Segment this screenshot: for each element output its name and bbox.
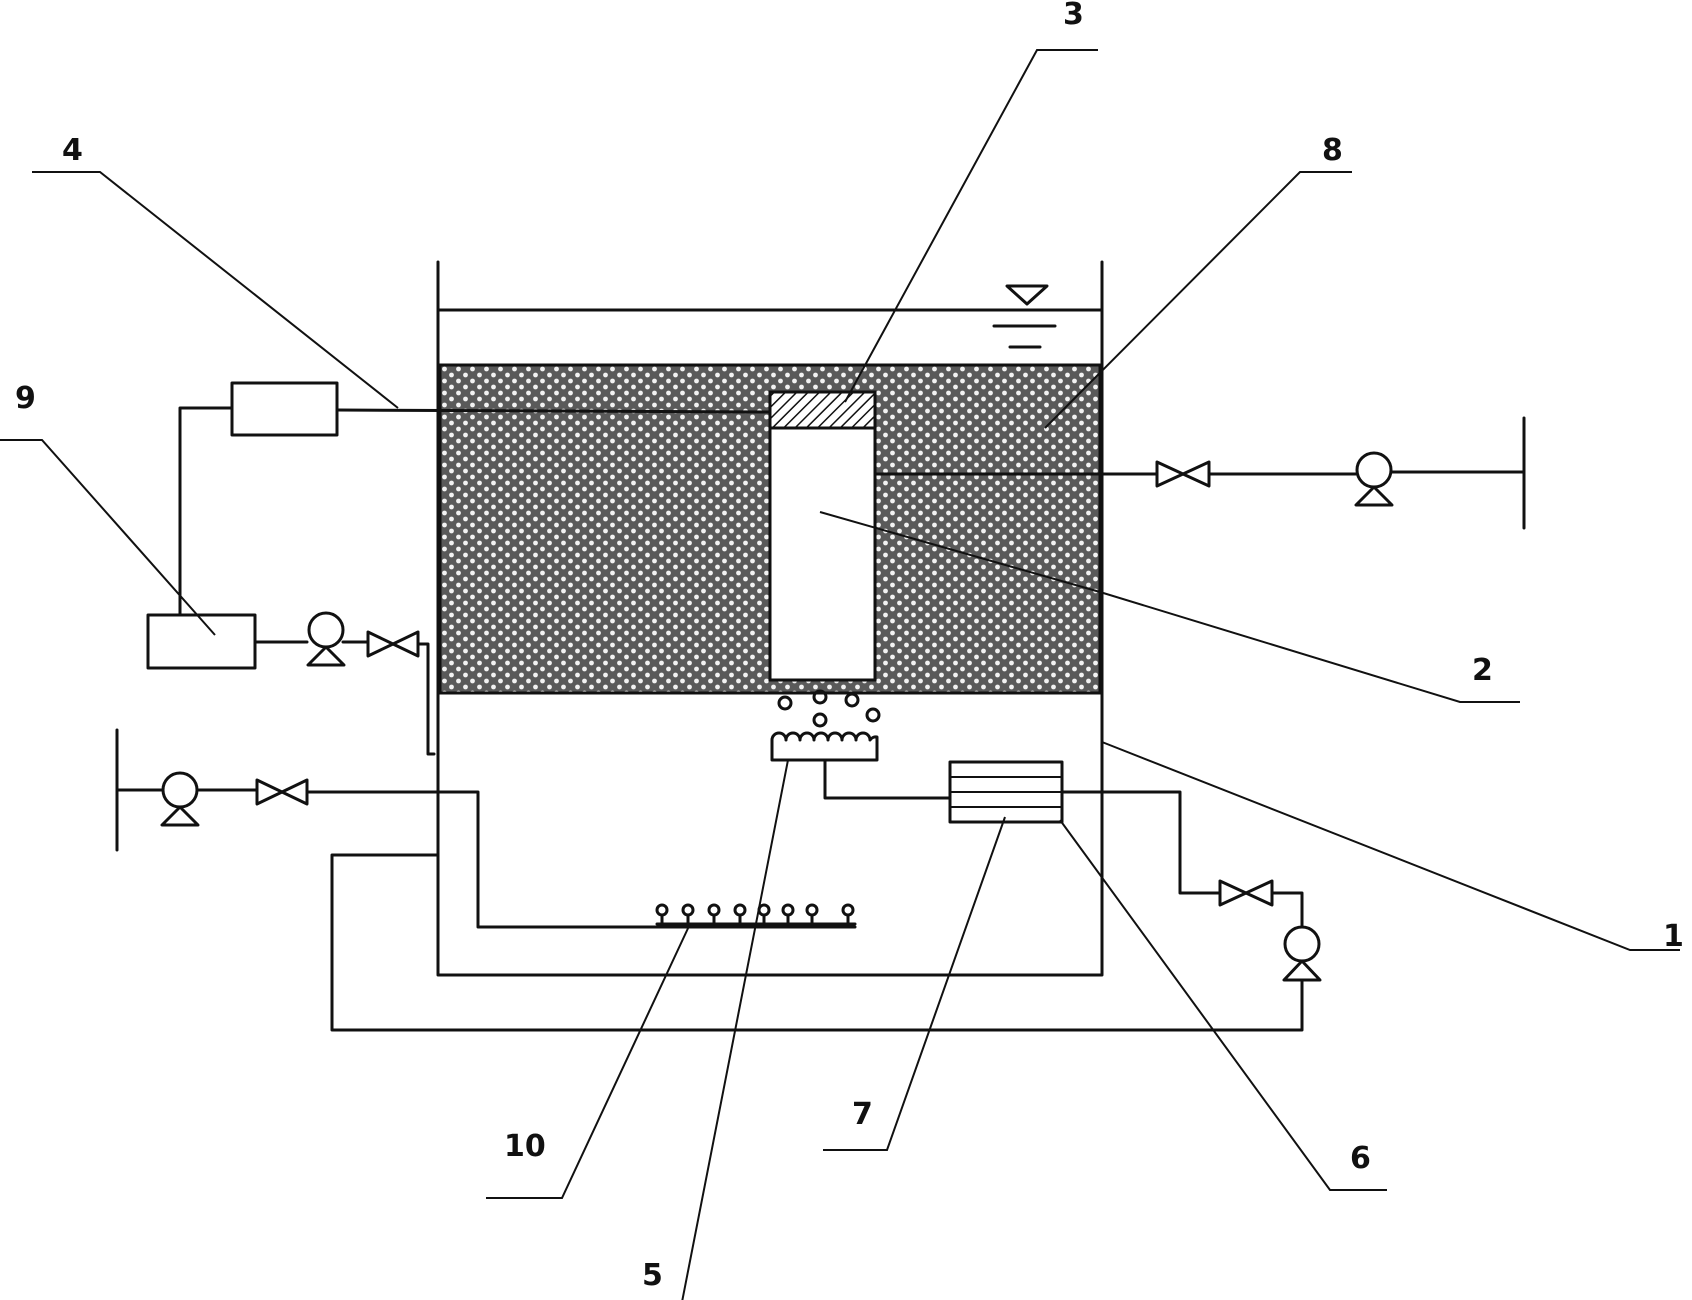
label-8: 8 xyxy=(1322,133,1343,168)
label-7: 7 xyxy=(852,1097,873,1132)
label-6: 6 xyxy=(1350,1141,1371,1176)
label-4: 4 xyxy=(62,133,83,168)
label-5: 5 xyxy=(642,1258,663,1293)
water-level-symbol xyxy=(992,284,1057,349)
dosing-tank xyxy=(146,613,257,670)
reactor-tank xyxy=(436,260,1104,977)
heating-coil xyxy=(770,731,879,762)
label-2: 2 xyxy=(1472,653,1493,688)
air-bubbles xyxy=(777,689,881,728)
circulation-line xyxy=(330,790,1322,1032)
dosing-line xyxy=(146,611,436,756)
membrane-module xyxy=(768,426,877,682)
effluent-line xyxy=(873,416,1526,530)
label-10: 10 xyxy=(504,1129,546,1164)
sealing-cap xyxy=(768,390,877,430)
label-9: 9 xyxy=(15,381,36,416)
label-3: 3 xyxy=(1063,0,1084,32)
gas-collector-line xyxy=(178,381,772,617)
coil-to-controller-wire xyxy=(823,758,952,800)
temperature-controller xyxy=(948,760,1064,824)
leader-lines xyxy=(0,49,1680,1300)
label-1: 1 xyxy=(1663,919,1684,954)
air-inlet-line xyxy=(115,728,857,929)
gas-collector xyxy=(230,381,339,437)
